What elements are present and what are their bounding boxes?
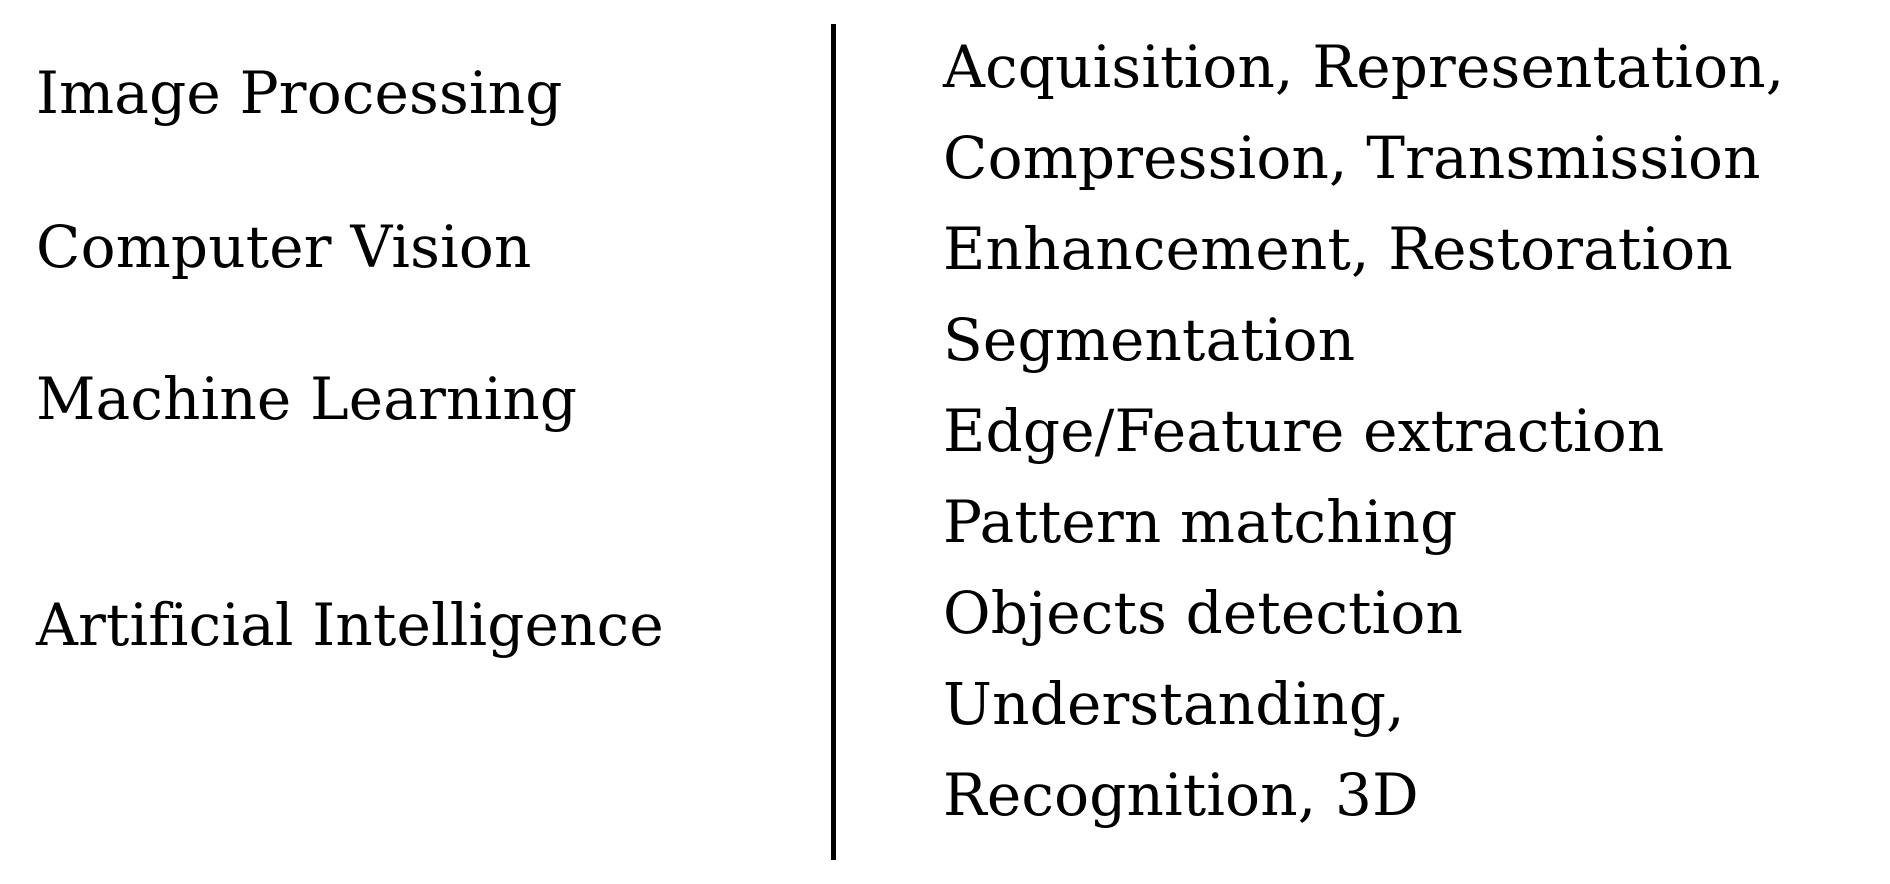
topic-line-objects-detection: Objects detection	[943, 579, 1464, 647]
column-divider-rule	[831, 24, 836, 860]
topic-line-segmentation: Segmentation	[943, 306, 1356, 374]
topic-line-enhancement-restoration: Enhancement, Restoration	[943, 215, 1733, 283]
topic-line-acquisition-representation: Acquisition, Representation,	[943, 33, 1785, 101]
topic-line-compression-transmission: Compression, Transmission	[943, 124, 1761, 192]
topic-line-understanding: Understanding,	[943, 670, 1405, 738]
topic-line-recognition-3d: Recognition, 3D	[943, 761, 1419, 829]
discipline-column: Image Processing Computer Vision Machine…	[36, 0, 806, 884]
discipline-item-computer-vision: Computer Vision	[36, 213, 532, 281]
discipline-item-machine-learning: Machine Learning	[36, 365, 578, 433]
topic-column: Acquisition, Representation, Compression…	[943, 22, 1890, 884]
discipline-item-artificial-intelligence: Artificial Intelligence	[36, 591, 664, 659]
topic-line-pattern-matching: Pattern matching	[943, 488, 1458, 556]
topic-line-edge-feature-extraction: Edge/Feature extraction	[943, 397, 1665, 465]
discipline-item-image-processing: Image Processing	[36, 59, 563, 127]
